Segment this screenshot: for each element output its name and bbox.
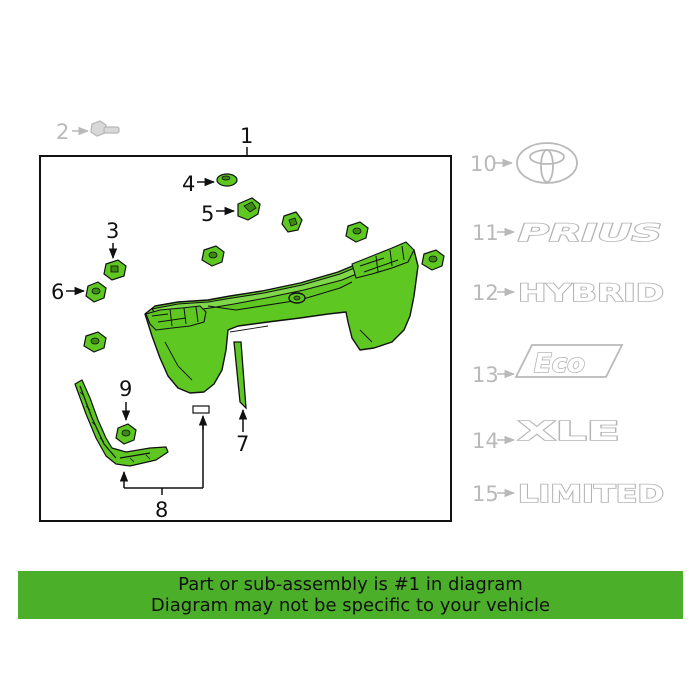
- clip-part-5: [237, 197, 261, 221]
- toyota-logo-icon: [516, 142, 578, 184]
- trim-clip-part: [192, 405, 210, 414]
- notice-line-1: Part or sub-assembly is #1 in diagram: [178, 574, 523, 595]
- emblem-badge-12: HYBRID: [518, 279, 664, 307]
- callout-6: 6: [51, 280, 64, 304]
- emblem-number-14: 14: [472, 429, 499, 453]
- emblem-number-13: 13: [472, 363, 499, 387]
- notice-line-2: Diagram may not be specific to your vehi…: [150, 595, 551, 616]
- clip-part-b: [345, 221, 369, 243]
- callout-2: 2: [56, 120, 69, 144]
- clip-part-6: [85, 281, 107, 303]
- callout-8: 8: [155, 498, 168, 522]
- callout-3: 3: [106, 219, 119, 243]
- seal-strip: [233, 341, 247, 410]
- diagram-frame: [39, 155, 452, 522]
- callout-9: 9: [119, 377, 132, 401]
- bolt-icon: [90, 120, 120, 137]
- clip-part-d: [421, 249, 445, 271]
- clip-part-c: [201, 245, 225, 267]
- parts-diagram: 1 2 7 8: [39, 120, 665, 522]
- clip-part-a: [281, 211, 303, 233]
- eco-badge-frame: [514, 344, 624, 378]
- callout-5: 5: [201, 202, 214, 226]
- emblem-badge-11: PRIUS: [518, 219, 662, 247]
- emblem-number-15: 15: [472, 482, 499, 506]
- callout-4: 4: [182, 172, 195, 196]
- callout-7: 7: [236, 432, 249, 456]
- garnish-panel: [144, 241, 419, 394]
- clip-part-9: [115, 423, 137, 445]
- emblem-badge-14: XLE: [518, 417, 620, 447]
- grommet-part: [216, 173, 238, 187]
- emblem-badge-13: Eco: [534, 349, 585, 379]
- emblem-number-11: 11: [472, 221, 499, 245]
- notice-banner: Part or sub-assembly is #1 in diagram Di…: [18, 571, 683, 619]
- emblem-number-12: 12: [472, 281, 499, 305]
- clip-part-e: [83, 331, 107, 353]
- emblem-number-10: 10: [470, 152, 497, 176]
- callout-1: 1: [240, 124, 253, 148]
- clip-part-3: [103, 259, 127, 281]
- callout-8-bracket: [124, 420, 204, 489]
- trim-molding: [74, 379, 169, 467]
- emblem-badge-15: LIMITED: [518, 480, 664, 508]
